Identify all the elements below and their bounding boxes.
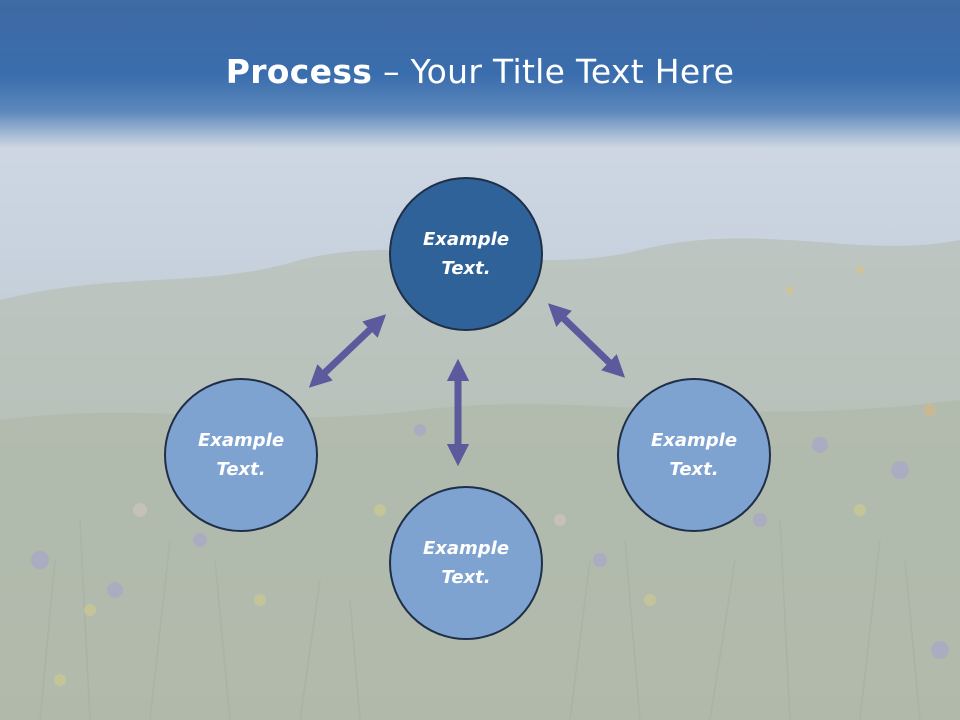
node-bottom-line2: Text. [441, 567, 491, 588]
title-bar [0, 0, 960, 148]
node-bottom: Example Text. [389, 486, 543, 640]
node-left-line1: Example [197, 430, 285, 451]
node-right-line2: Text. [669, 459, 719, 480]
arrow-top-left [308, 314, 387, 388]
node-right: Example Text. [617, 378, 771, 532]
node-top-line2: Text. [441, 258, 491, 279]
slide-title: Process – Your Title Text Here [0, 52, 960, 91]
title-bold-text: Process [225, 52, 373, 91]
node-bottom-line1: Example [422, 538, 510, 559]
node-top-line1: Example [422, 229, 510, 250]
node-right-line1: Example [650, 430, 738, 451]
arrow-top-right [547, 303, 626, 378]
node-left: Example Text. [164, 378, 318, 532]
node-top: Example Text. [389, 177, 543, 331]
title-rest-text: – Your Title Text Here [372, 52, 735, 91]
node-left-line2: Text. [216, 459, 266, 480]
